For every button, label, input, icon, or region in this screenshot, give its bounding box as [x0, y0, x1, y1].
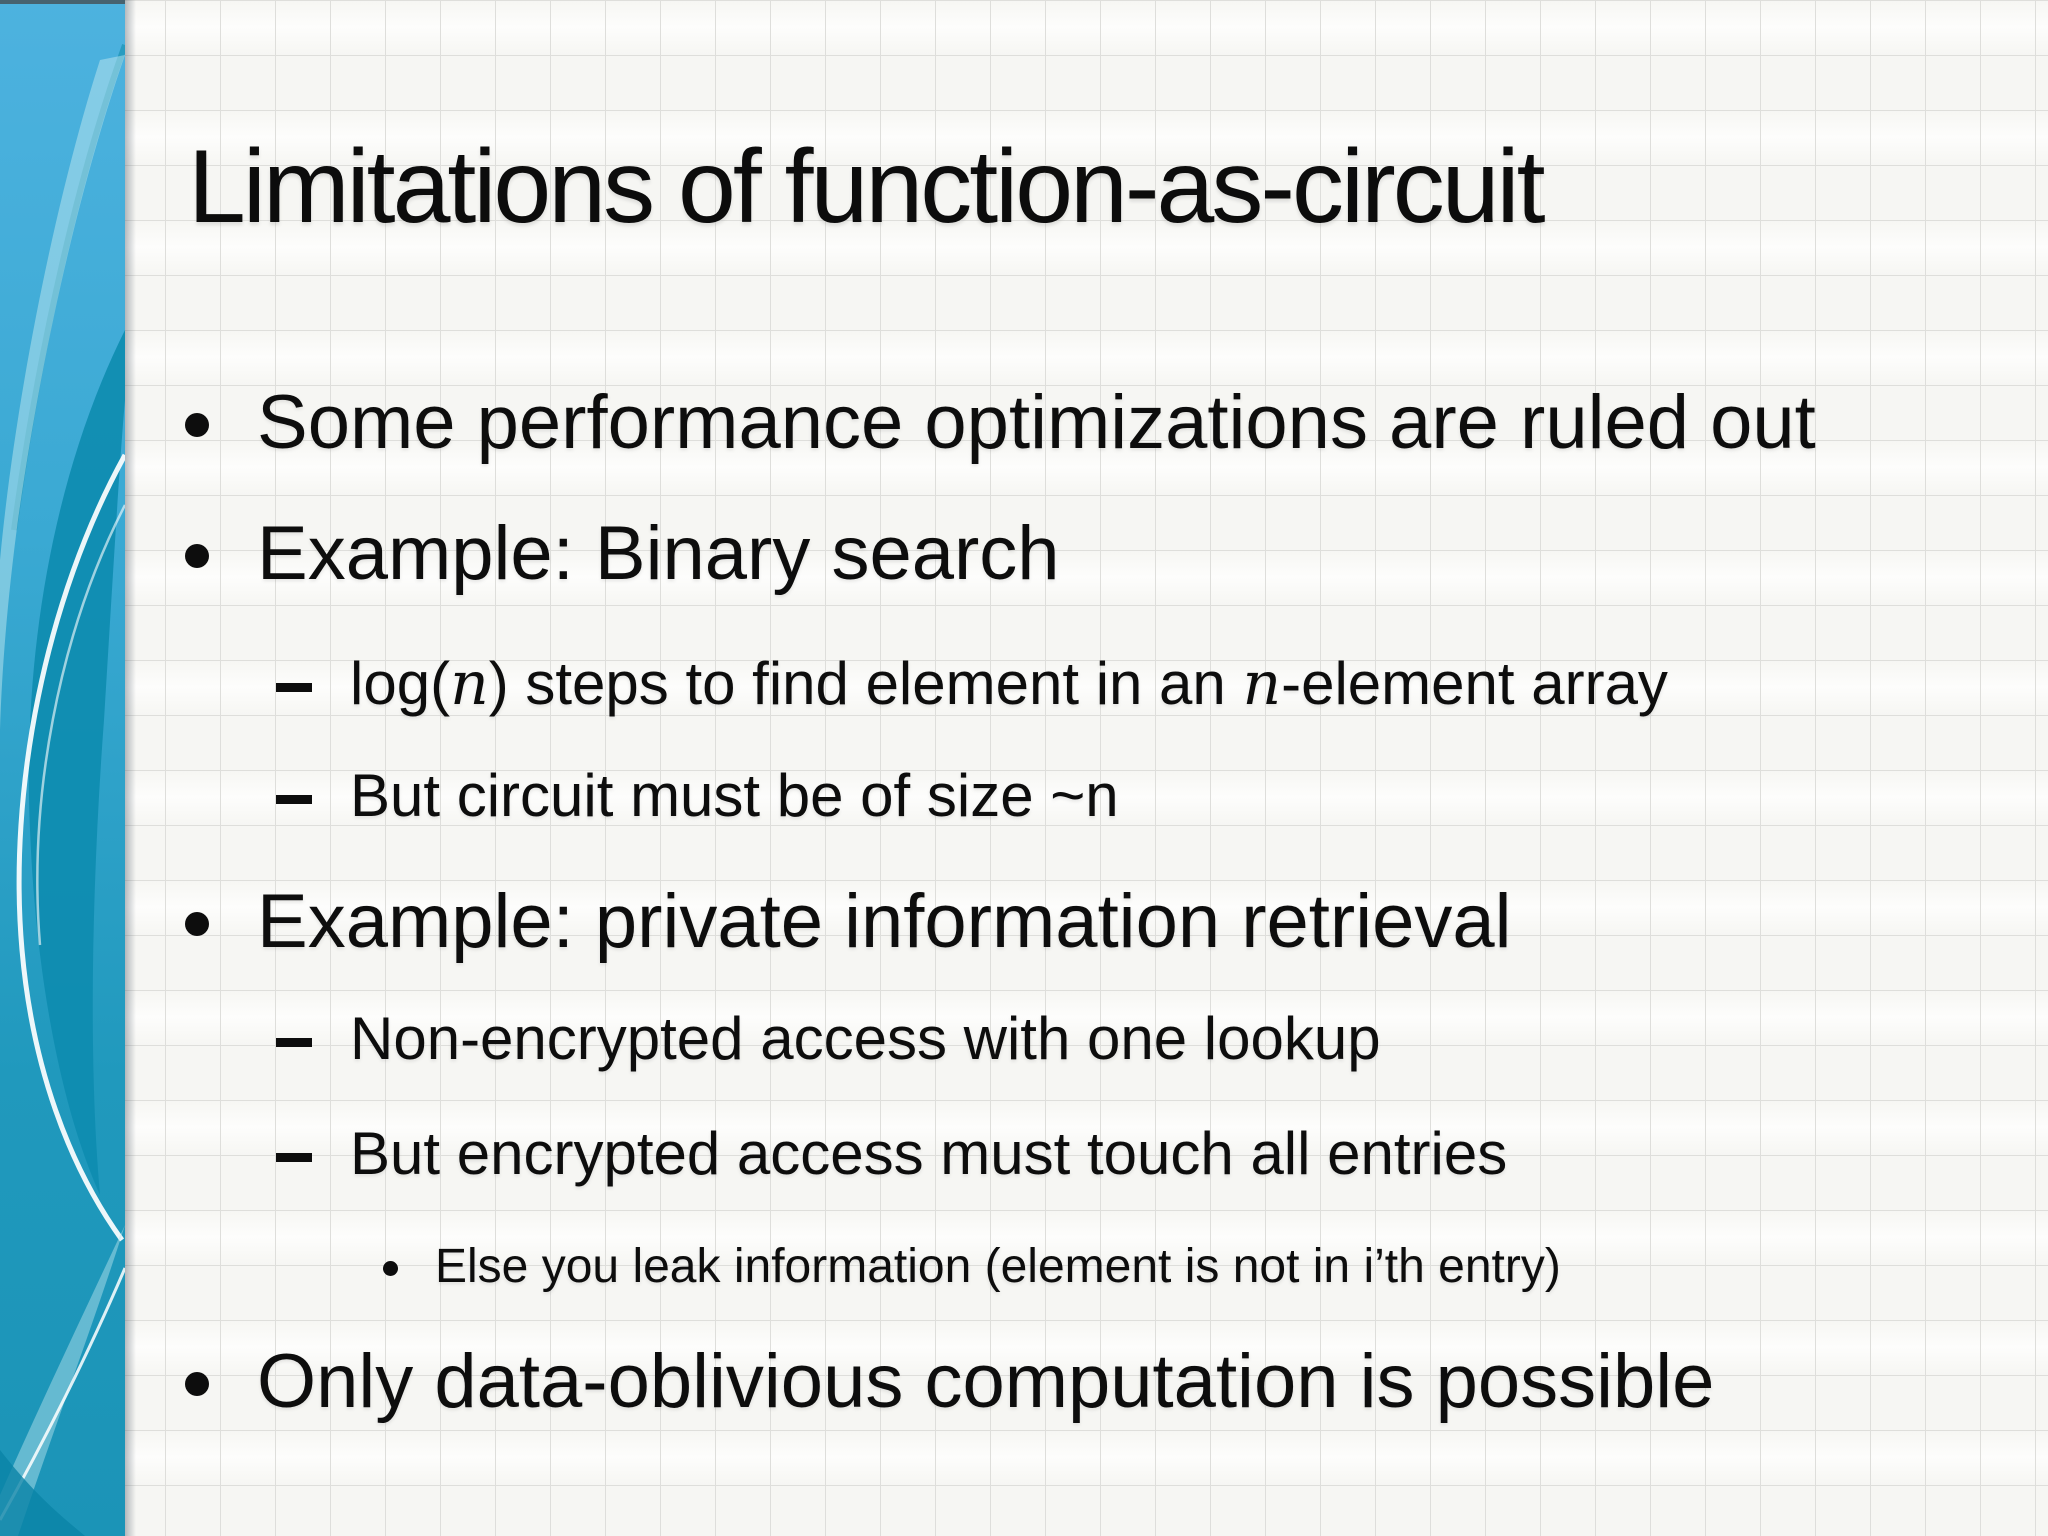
bullet-dot — [185, 911, 209, 936]
bullet-text: log(n) steps to find element in an n-ele… — [350, 649, 1668, 719]
bullet-line: Non-encrypted access with one lookup — [276, 1003, 1381, 1075]
bullet-line: Example: private information retrieval — [185, 876, 1512, 967]
bullet-line: But circuit must be of size ~n — [276, 760, 1119, 832]
bullet-dot — [383, 1261, 398, 1277]
sidebar-decoration — [0, 0, 125, 1536]
bullet-line: Only data-oblivious computation is possi… — [185, 1336, 1714, 1427]
bullet-dash — [276, 682, 312, 692]
sidebar-swirl-graphic — [0, 0, 125, 1536]
bullet-line: But encrypted access must touch all entr… — [276, 1118, 1507, 1190]
bullet-text: Only data-oblivious computation is possi… — [257, 1339, 1715, 1424]
bullet-line: Example: Binary search — [185, 508, 1060, 599]
bullet-text: But circuit must be of size ~n — [350, 762, 1119, 829]
bullet-dash — [276, 1037, 312, 1047]
bullet-text: Else you leak information (element is no… — [435, 1240, 1561, 1293]
math-variable-n: n — [450, 649, 489, 719]
bullet-line: log(n) steps to find element in an n-ele… — [276, 648, 1668, 720]
bullet-text: Non-encrypted access with one lookup — [350, 1005, 1381, 1072]
bullet-text: But encrypted access must touch all entr… — [350, 1120, 1508, 1187]
bullet-dot — [185, 412, 209, 437]
bullet-dot — [185, 1371, 209, 1396]
bullet-dot — [185, 543, 209, 568]
bullet-text: Example: Binary search — [257, 511, 1060, 596]
math-variable-n: n — [1242, 649, 1282, 719]
bullet-line: Some performance optimizations are ruled… — [185, 377, 1816, 468]
sidebar-edge-shadow — [125, 0, 136, 1536]
slide-title: Limitations of function-as-circuit — [188, 129, 1546, 245]
bullet-text: Some performance optimizations are ruled… — [257, 380, 1816, 465]
bullet-text: Example: private information retrieval — [257, 879, 1512, 964]
bullet-dash — [276, 1152, 312, 1162]
bullet-dash — [276, 794, 312, 804]
bullet-line: Else you leak information (element is no… — [383, 1238, 1561, 1296]
